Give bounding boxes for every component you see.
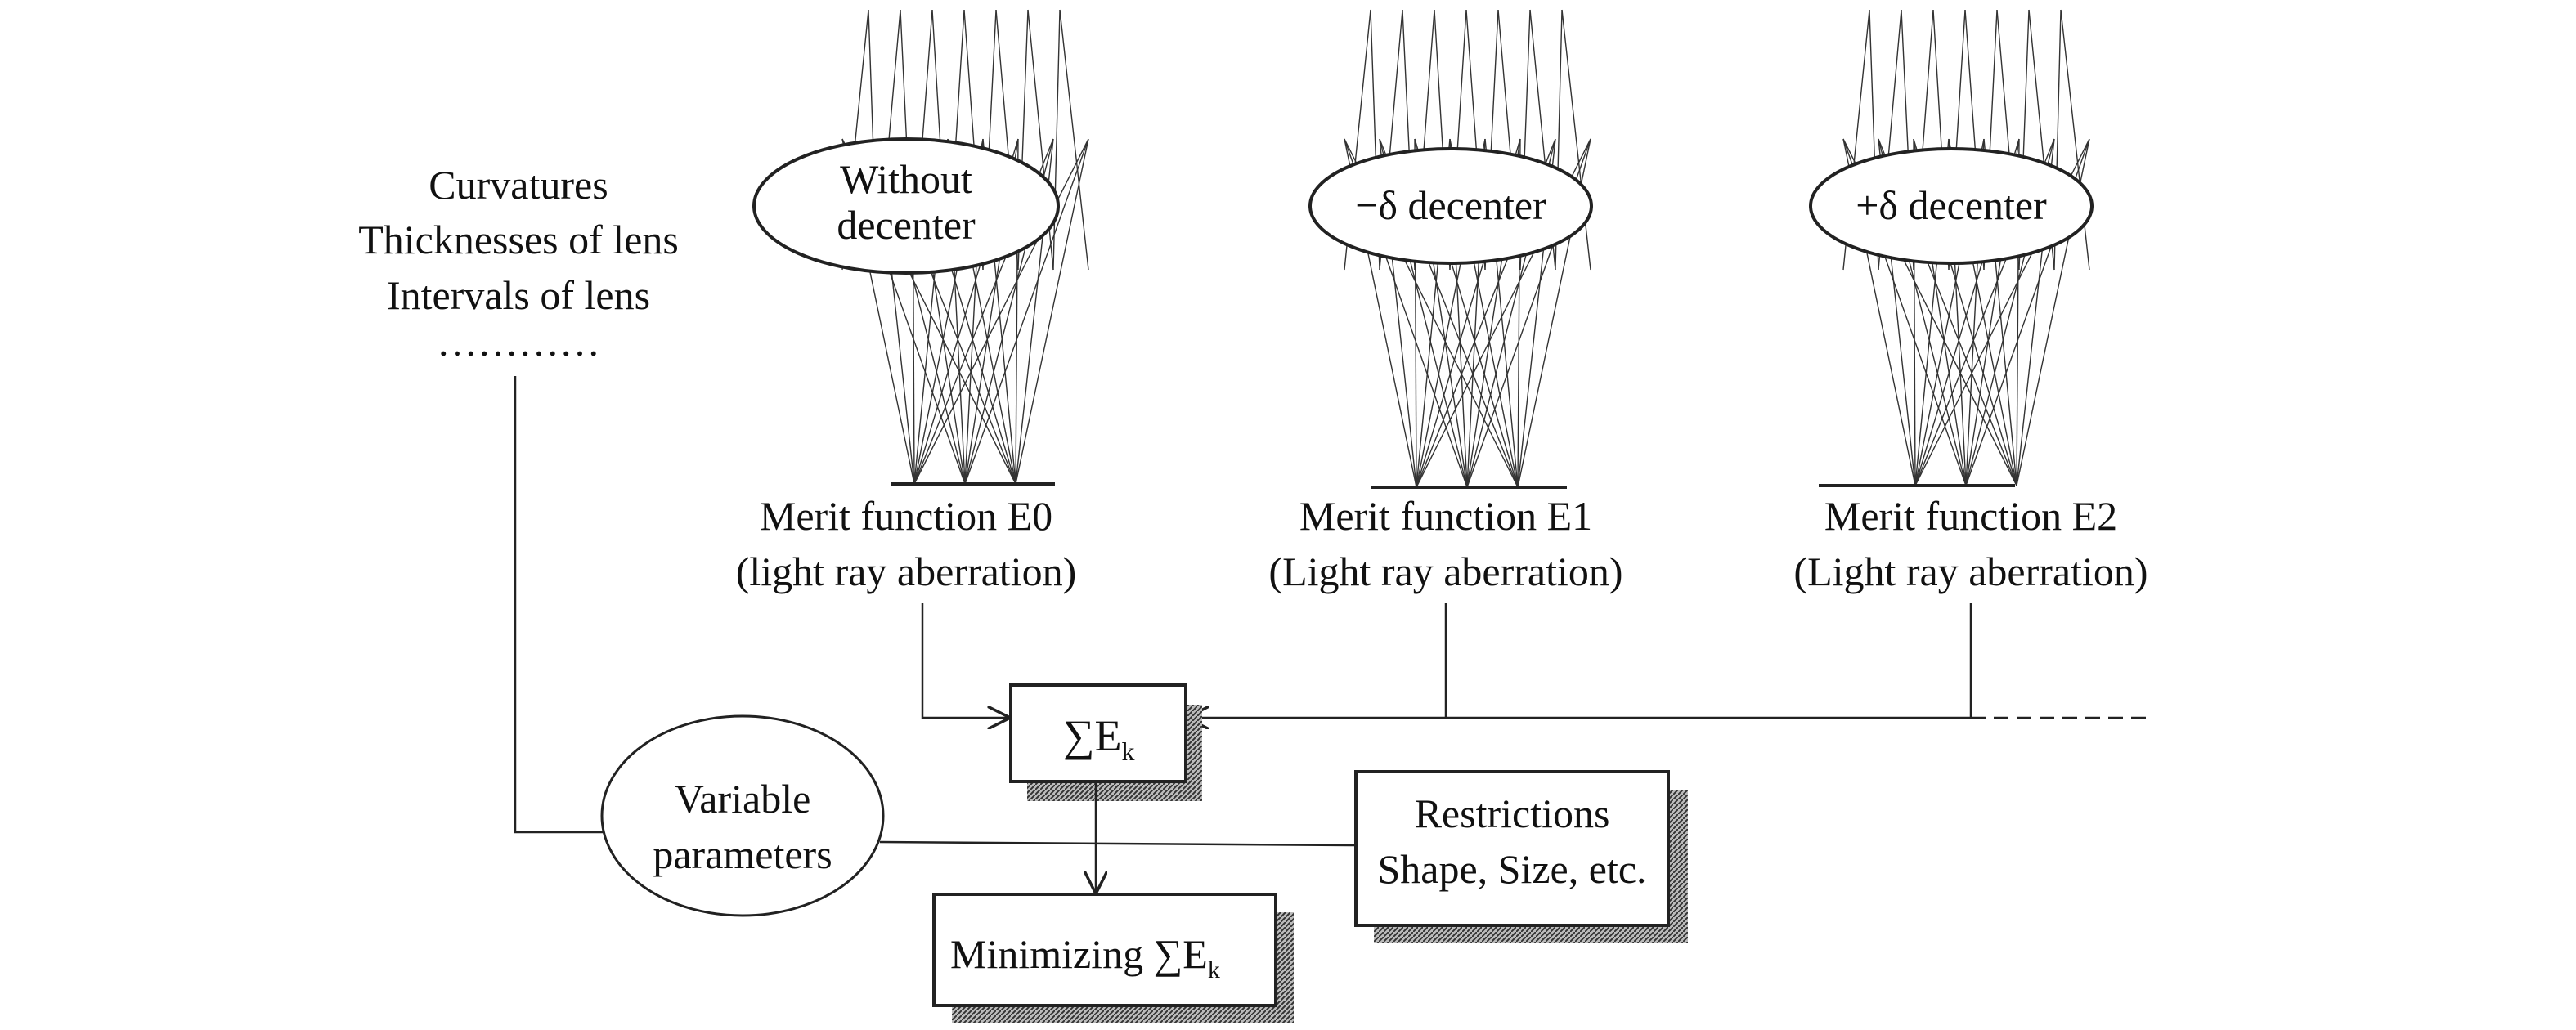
light-ray bbox=[913, 138, 1089, 485]
list-item-ellipsis: ………… bbox=[437, 319, 600, 365]
subscript: k bbox=[1208, 956, 1220, 983]
aberration-label: (Light ray aberration) bbox=[1268, 549, 1622, 594]
e-symbol: E bbox=[1183, 931, 1208, 977]
sum-box: ∑Ek bbox=[1009, 683, 1202, 801]
variable-restrictions-line bbox=[879, 840, 1357, 847]
merit-function-label: Merit function E1 bbox=[1299, 493, 1592, 539]
minimizing-label: Minimizing ∑ bbox=[950, 931, 1183, 977]
connector-line bbox=[514, 376, 609, 834]
ellipse-label: +δ decenter bbox=[1856, 182, 2047, 228]
parameters-label: parameters bbox=[653, 831, 832, 877]
minimizing-box: Minimizing ∑Ek bbox=[932, 893, 1294, 1023]
parameter-list: Curvatures Thicknesses of lens Intervals… bbox=[358, 162, 679, 365]
light-ray bbox=[1059, 9, 1089, 271]
sigma-symbol: ∑ bbox=[1063, 711, 1095, 760]
list-item: Curvatures bbox=[429, 162, 608, 208]
light-ray bbox=[1052, 9, 1061, 271]
list-item: Intervals of lens bbox=[387, 272, 650, 318]
subscript: k bbox=[1122, 737, 1135, 766]
ellipse-label: −δ decenter bbox=[1355, 182, 1546, 228]
light-ray bbox=[964, 138, 1089, 485]
restrictions-label: Restrictions bbox=[1415, 790, 1610, 836]
fan-e1: −δ decenter Merit function E1 (Light ray… bbox=[1268, 147, 1623, 594]
ellipse-label: decenter bbox=[837, 202, 976, 248]
merit-function-label: Merit function E2 bbox=[1824, 493, 2117, 539]
minus-delta-ellipse bbox=[1308, 147, 1593, 265]
aberration-label: (Light ray aberration) bbox=[1793, 549, 2147, 594]
without-decenter-ellipse bbox=[752, 137, 1060, 275]
plus-delta-ellipse bbox=[1809, 147, 2094, 265]
restrictions-detail: Shape, Size, etc. bbox=[1377, 846, 1646, 892]
merit-function-label: Merit function E0 bbox=[760, 493, 1052, 539]
svg-text:Minimizing ∑Ek: Minimizing ∑Ek bbox=[950, 931, 1220, 983]
fan-e2: +δ decenter Merit function E2 (Light ray… bbox=[1793, 147, 2148, 594]
svg-text:∑Ek: ∑Ek bbox=[1063, 711, 1135, 766]
restrictions-box: Restrictions Shape, Size, etc. bbox=[1354, 770, 1688, 943]
e-symbol: E bbox=[1095, 711, 1122, 760]
list-item: Thicknesses of lens bbox=[358, 217, 679, 262]
e0-arrow bbox=[921, 603, 1009, 718]
ellipse-label: Without bbox=[840, 156, 972, 202]
variable-parameters: Variable parameters bbox=[600, 714, 885, 917]
light-ray bbox=[1561, 9, 1591, 271]
variable-label: Variable bbox=[675, 776, 811, 822]
light-ray bbox=[1015, 138, 1089, 485]
aberration-label: (light ray aberration) bbox=[736, 549, 1076, 594]
fan-e0: Without decenter Merit function E0 (ligh… bbox=[736, 137, 1076, 594]
